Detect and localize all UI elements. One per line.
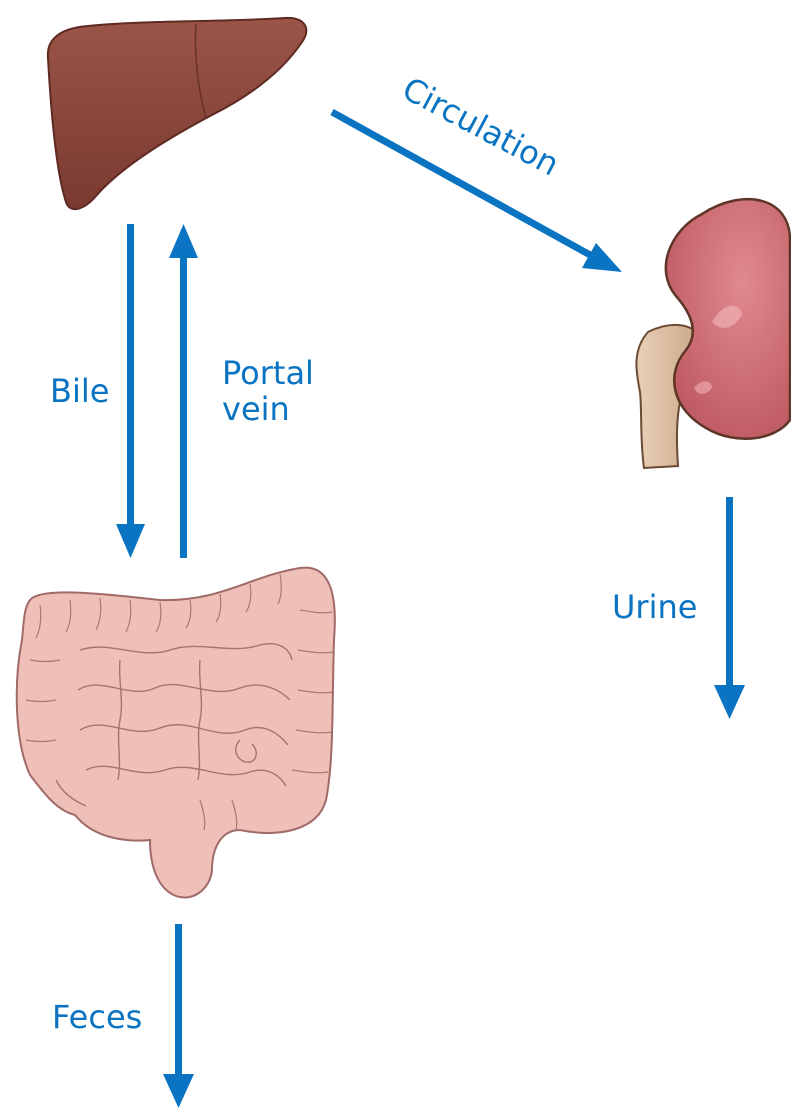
urine-arrow xyxy=(714,497,745,719)
portal-vein-label-line1: Portal xyxy=(222,354,314,392)
kidney-illustration xyxy=(636,199,790,468)
feces-arrow xyxy=(163,924,194,1108)
labels: Circulation Bile Portal vein Urine Feces xyxy=(50,70,697,1036)
portal-vein-arrow xyxy=(169,224,198,558)
liver-illustration xyxy=(48,18,306,209)
liver-shape xyxy=(48,18,306,209)
intestine-illustration xyxy=(17,568,335,898)
circulation-label: Circulation xyxy=(396,70,565,184)
portal-vein-label-line2: vein xyxy=(222,390,290,428)
feces-label: Feces xyxy=(52,998,142,1036)
urine-label: Urine xyxy=(612,588,697,626)
bile-label: Bile xyxy=(50,372,109,410)
bile-arrow xyxy=(116,224,145,558)
intestine-shape xyxy=(17,568,335,898)
